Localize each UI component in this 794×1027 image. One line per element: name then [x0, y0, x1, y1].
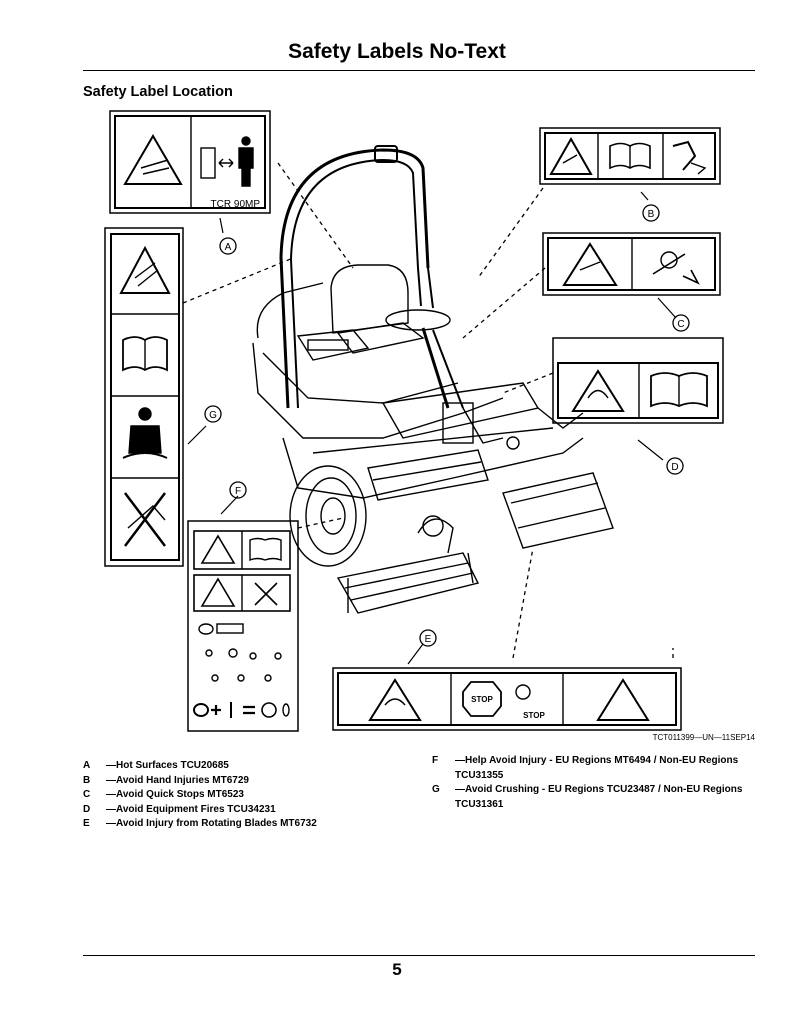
- callout-c: C: [677, 319, 684, 330]
- label-b-hand-injuries: [539, 127, 721, 185]
- warning-triangle-icon: [200, 577, 236, 607]
- legend-right: F—Help Avoid Injury - EU Regions MT6494 …: [432, 754, 757, 812]
- warning-triangle-icon: [123, 134, 183, 185]
- page-number: 5: [392, 960, 402, 979]
- legend-item-a: A—Hot Surfaces TCU20685: [83, 760, 229, 771]
- footer-rule: [83, 955, 755, 956]
- manual-book-icon: [650, 372, 708, 408]
- no-hands-icon: [254, 582, 278, 606]
- parking-brake-icon: [261, 702, 277, 718]
- leader-lines: [182, 162, 674, 659]
- warning-triangle-icon: [562, 242, 618, 286]
- callout-circle-d: [666, 457, 684, 475]
- equals-icon: [243, 705, 255, 715]
- hot-surface-panel-icon: [200, 147, 216, 179]
- label-e-rotating-blades: [332, 667, 682, 731]
- callout-circle-e: [419, 629, 437, 647]
- callout-g: G: [209, 410, 217, 421]
- mower-illustration: TCR 90MP: [104, 110, 724, 732]
- pointer-arrows: [187, 191, 677, 665]
- figure-id: TCT011399—UN—11SEP14: [652, 733, 755, 742]
- key-switch-icon: [198, 623, 214, 635]
- manual-book-icon: [249, 537, 282, 562]
- warning-triangle-icon: [571, 369, 625, 412]
- callout-circle-c: [672, 314, 690, 332]
- label-a-hot-surfaces: TCR 90MP: [109, 110, 271, 214]
- blade-icon: [515, 684, 531, 700]
- safety-label-figure: TCR 90MP: [83, 108, 755, 748]
- callout-a: A: [225, 242, 232, 253]
- legend-item-b: B—Avoid Hand Injuries MT6729: [83, 774, 249, 786]
- keep-distance-arrow-icon: [218, 158, 234, 168]
- callout-f: F: [235, 486, 241, 497]
- label-g-avoid-crushing: [104, 227, 184, 567]
- callout-e: E: [425, 634, 432, 645]
- page-title: Safety Labels No-Text: [288, 40, 506, 63]
- manual-book-icon: [122, 336, 168, 372]
- warning-triangle-icon: [368, 678, 422, 721]
- label-f-help-avoid-injury: [187, 520, 299, 732]
- callout-d: D: [671, 462, 678, 473]
- warning-triangle-icon: [200, 534, 236, 564]
- legend-item-d: D—Avoid Equipment Fires TCU34231: [83, 803, 276, 815]
- stop-sign-icon: [462, 681, 502, 717]
- callout-circles: [204, 204, 690, 647]
- manual-book-icon: [609, 142, 651, 170]
- stop-text-sign: STOP: [471, 695, 493, 704]
- legend-item-c: C—Avoid Quick Stops MT6523: [83, 789, 244, 800]
- callout-circle-a: [219, 237, 237, 255]
- seatbelt-operator-icon: [138, 407, 152, 421]
- quick-stop-icon: [660, 251, 678, 269]
- ignition-icon: [193, 703, 209, 717]
- person-icon: [241, 136, 251, 146]
- callout-circle-g: [204, 405, 222, 423]
- callout-circle-b: [642, 204, 660, 222]
- stop-text-blade: STOP: [523, 711, 545, 720]
- label-c-quick-stops: [542, 232, 721, 296]
- plus-icon: [211, 705, 221, 715]
- label-a-code: TCR 90MP: [211, 199, 261, 210]
- warning-triangle-icon: [596, 678, 650, 721]
- callout-circle-f: [229, 481, 247, 499]
- no-rollover-icon: [124, 492, 166, 547]
- section-title: Safety Label Location: [83, 84, 233, 100]
- legend-left: A—Hot Surfaces TCU20685 B—Avoid Hand Inj…: [83, 759, 413, 832]
- warning-triangle-icon: [549, 136, 593, 175]
- key-icon: [216, 623, 244, 634]
- header-rule: [83, 70, 755, 71]
- callout-b: B: [648, 209, 655, 220]
- legend-item-f: F—Help Avoid Injury - EU Regions MT6494 …: [432, 755, 739, 781]
- legend-item-g: G—Avoid Crushing - EU Regions TCU23487 /…: [432, 784, 743, 810]
- label-d-equipment-fires: [552, 337, 724, 424]
- legend-item-e: E—Avoid Injury from Rotating Blades MT67…: [83, 818, 317, 829]
- hand-injury-icon: [672, 140, 697, 171]
